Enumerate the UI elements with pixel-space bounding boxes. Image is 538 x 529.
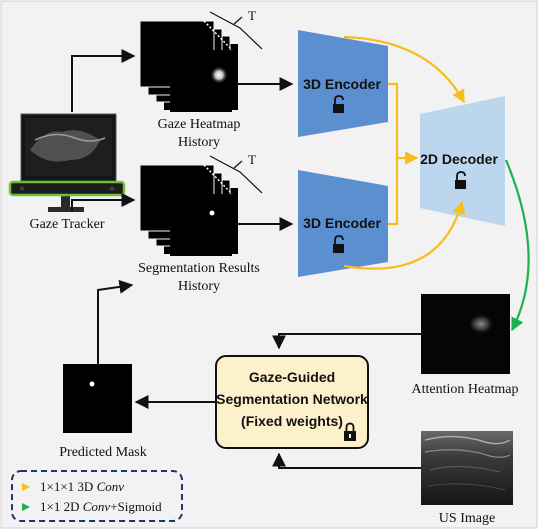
decoder-block xyxy=(420,96,505,226)
attention-heatmap-label: Attention Heatmap xyxy=(412,382,519,397)
yellow-arrow-encoder-top-to-decoder xyxy=(343,35,465,104)
legend-box xyxy=(11,470,183,522)
green-arrow-decoder-to-attention xyxy=(504,159,530,332)
unlock-icon xyxy=(333,235,344,253)
yellow-arrow-encoder-bottom-to-decoder xyxy=(343,200,466,270)
yellow-line-encoder-bottom-merge xyxy=(388,158,399,226)
gaze-heatmap-stack xyxy=(139,11,263,112)
network-label-line1: Gaze-Guided xyxy=(249,369,335,385)
predicted-mask-label: Predicted Mask xyxy=(59,445,146,460)
time-symbol-top: T xyxy=(248,8,256,23)
network-label-line3: (Fixed weights) xyxy=(241,413,343,429)
encoder-bottom-block xyxy=(298,170,388,277)
attention-heatmap-blob xyxy=(468,314,494,334)
segmentation-history-stack xyxy=(139,155,263,256)
gaze-tracker-label: Gaze Tracker xyxy=(29,217,104,232)
decoder-label: 2D Decoder xyxy=(420,151,498,167)
arrow-tracker-to-segmentation xyxy=(71,193,136,212)
gaze-heatmap-label-line1: Gaze Heatmap xyxy=(158,117,241,132)
legend-green-marker xyxy=(22,503,30,511)
predicted-mask-dot xyxy=(89,381,95,387)
segmentation-history-label-line2: History xyxy=(178,279,220,294)
yellow-line-encoder-top-merge xyxy=(388,82,399,158)
gaze-heatmap-label-line2: History xyxy=(178,135,220,150)
encoder-top-block xyxy=(298,30,388,137)
network-label-line2: Segmentation Network xyxy=(216,391,368,407)
time-symbol-bottom: T xyxy=(248,152,256,167)
unlock-icon xyxy=(455,171,466,189)
gaze-tracker-bar xyxy=(8,180,126,197)
encoder-bottom-label: 3D Encoder xyxy=(303,215,381,231)
us-image-label: US Image xyxy=(439,511,495,526)
arrow-mask-to-history xyxy=(97,279,134,364)
legend-item-3d-conv: 1×1×1 3D Conv xyxy=(40,479,124,494)
predicted-mask-image xyxy=(63,364,132,433)
lock-icon xyxy=(344,422,356,441)
legend-item-2d-conv: 1×1 2D Conv+Sigmoid xyxy=(40,499,162,514)
arrow-us-to-network xyxy=(272,452,421,469)
gaze-tracker-monitor xyxy=(8,113,126,212)
us-image xyxy=(421,431,513,505)
segmentation-history-label-line1: Segmentation Results xyxy=(138,261,260,276)
arrow-attention-to-network xyxy=(272,333,421,350)
encoder-top-label: 3D Encoder xyxy=(303,76,381,92)
unlock-icon xyxy=(333,95,344,113)
attention-heatmap-image xyxy=(421,294,510,374)
legend-yellow-marker xyxy=(22,483,30,491)
arrow-tracker-to-heatmap xyxy=(71,49,136,112)
